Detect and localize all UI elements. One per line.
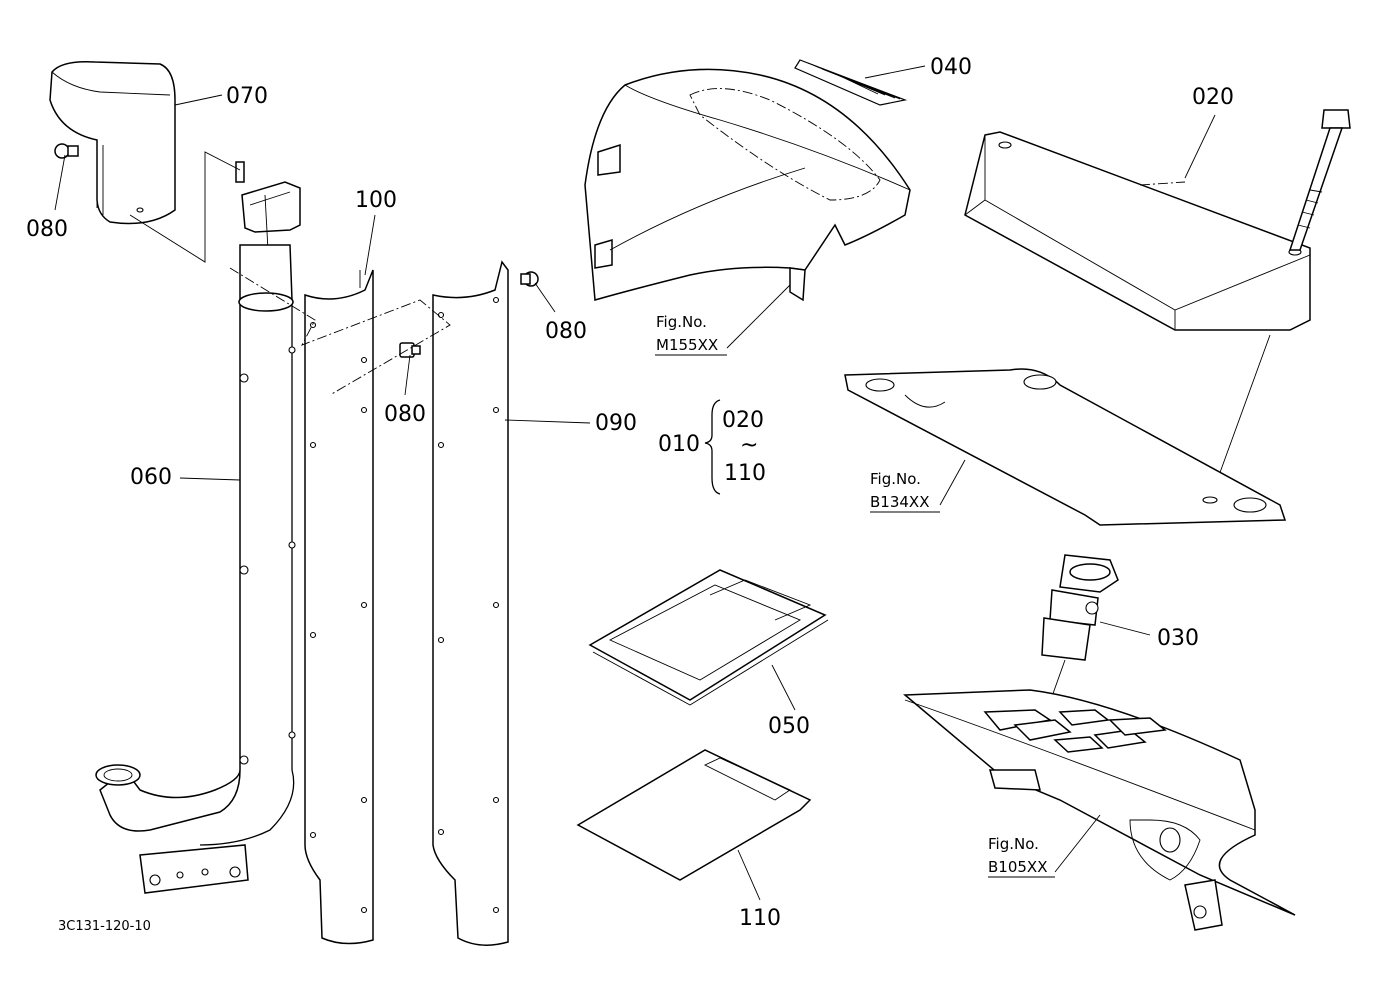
callout-070: 070 xyxy=(226,84,268,109)
callout-090: 090 xyxy=(595,411,637,436)
range-tilde: ~ xyxy=(740,433,758,458)
assembly-line-070 xyxy=(129,151,241,263)
callout-040: 040 xyxy=(930,55,972,80)
callout-080-b: 080 xyxy=(384,402,426,427)
part-080-bolt-a xyxy=(54,143,79,159)
fig-ref-b134-number: B134XX xyxy=(870,493,929,511)
callout-060: 060 xyxy=(130,465,172,490)
callout-030: 030 xyxy=(1157,626,1199,651)
callout-100: 100 xyxy=(355,188,397,213)
part-030-switch xyxy=(1041,554,1119,661)
part-110-sheet xyxy=(576,749,812,881)
callout-020-top: 020 xyxy=(1192,85,1234,110)
part-050-manual xyxy=(588,569,829,706)
drawing-code: 3C131-120-10 xyxy=(58,919,151,934)
fig-ref-b105-label: Fig.No. xyxy=(988,835,1039,853)
callout-110: 110 xyxy=(739,906,781,931)
part-070-exhaust-cap xyxy=(49,60,176,225)
part-bracket-b134 xyxy=(844,368,1287,526)
part-020-bolt xyxy=(1288,109,1351,251)
fig-ref-b105-number: B105XX xyxy=(988,858,1047,876)
callout-010: 010 xyxy=(658,432,700,457)
part-080-bolt-b xyxy=(399,342,421,358)
part-080-bolt-c xyxy=(520,271,539,287)
callout-020-range: 020 xyxy=(722,408,764,433)
bracket-010-range xyxy=(704,399,721,495)
part-060-exhaust-pipe xyxy=(95,161,301,894)
callout-080-c: 080 xyxy=(545,319,587,344)
part-bracket-b105 xyxy=(903,689,1296,931)
part-020-control-box xyxy=(964,131,1311,331)
part-hood-m155 xyxy=(584,68,911,302)
fig-ref-m155-label: Fig.No. xyxy=(656,313,707,331)
part-040-label xyxy=(794,59,908,106)
part-100-heat-shield xyxy=(304,269,374,945)
fig-ref-m155-number: M155XX xyxy=(656,336,718,354)
leader-lines xyxy=(54,65,1216,901)
part-090-heat-shield xyxy=(432,260,509,946)
callout-050: 050 xyxy=(768,714,810,739)
fig-ref-b134-label: Fig.No. xyxy=(870,470,921,488)
callout-080-a: 080 xyxy=(26,217,68,242)
callout-110-range: 110 xyxy=(724,461,766,486)
